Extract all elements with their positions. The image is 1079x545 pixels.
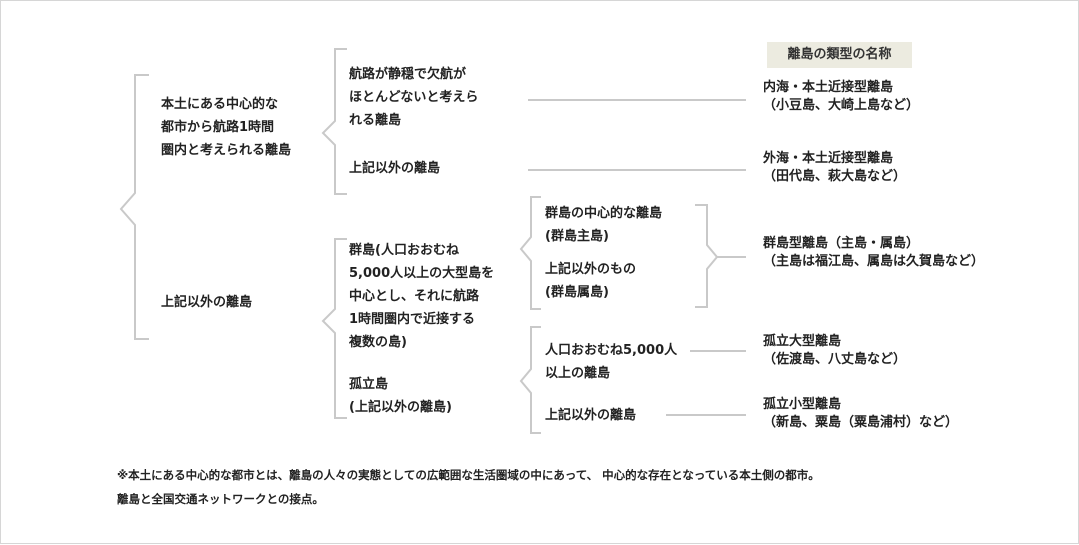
level3-other-islands: 上記以外の離島 (545, 408, 637, 423)
type-isolated-large: 孤立大型離島 （佐渡島、八丈島など） (763, 334, 907, 367)
bracket-merge (695, 204, 719, 308)
level1-mainland-nearby: 本土にある中心的な 都市から航路1時間 圏内と考えられる離島 (161, 97, 292, 158)
level2-isolated-island: 孤立島 (上記以外の離島) (349, 377, 452, 415)
bracket-level3-upper (519, 196, 541, 310)
level3-main-island: 群島の中心的な離島 (群島主島) (545, 206, 663, 244)
bracket-level3-lower (519, 326, 541, 434)
level2-few-cancellations: 航路が静穏で欠航が ほとんどないと考えら れる離島 (349, 67, 479, 128)
level3-sub-island: 上記以外のもの (群島属島) (545, 262, 637, 300)
footnote-line-1: ※本土にある中心的な都市とは、離島の人々の実態としての広範囲な生活圏域の中にあっ… (117, 468, 820, 482)
bracket-level2-lower (321, 238, 347, 419)
level1-other-islands: 上記以外の離島 (161, 295, 253, 310)
level2-archipelago: 群島(人口おおむね 5,000人以上の大型島を 中心とし、それに航路 1時間圏内… (349, 243, 495, 350)
type-inner-sea: 内海・本土近接型離島 （小豆島、大崎上島など） (763, 80, 920, 113)
type-outer-sea: 外海・本土近接型離島 （田代島、萩大島など） (763, 151, 907, 184)
type-isolated-small: 孤立小型離島 （新島、粟島（粟島浦村）など） (763, 397, 959, 430)
level2-other-islands: 上記以外の離島 (349, 161, 441, 176)
type-archipelago: 群島型離島（主島・属島） （主島は福江島、属島は久賀島など） (763, 236, 985, 269)
footnote-line-2: 離島と全国交通ネットワークとの接点。 (117, 492, 324, 506)
bracket-level2-upper (321, 48, 347, 195)
level3-large-population: 人口おおむね5,000人 以上の離島 (545, 343, 678, 381)
bracket-level1 (119, 74, 149, 340)
type-name-header: 離島の類型の名称 (767, 42, 912, 68)
